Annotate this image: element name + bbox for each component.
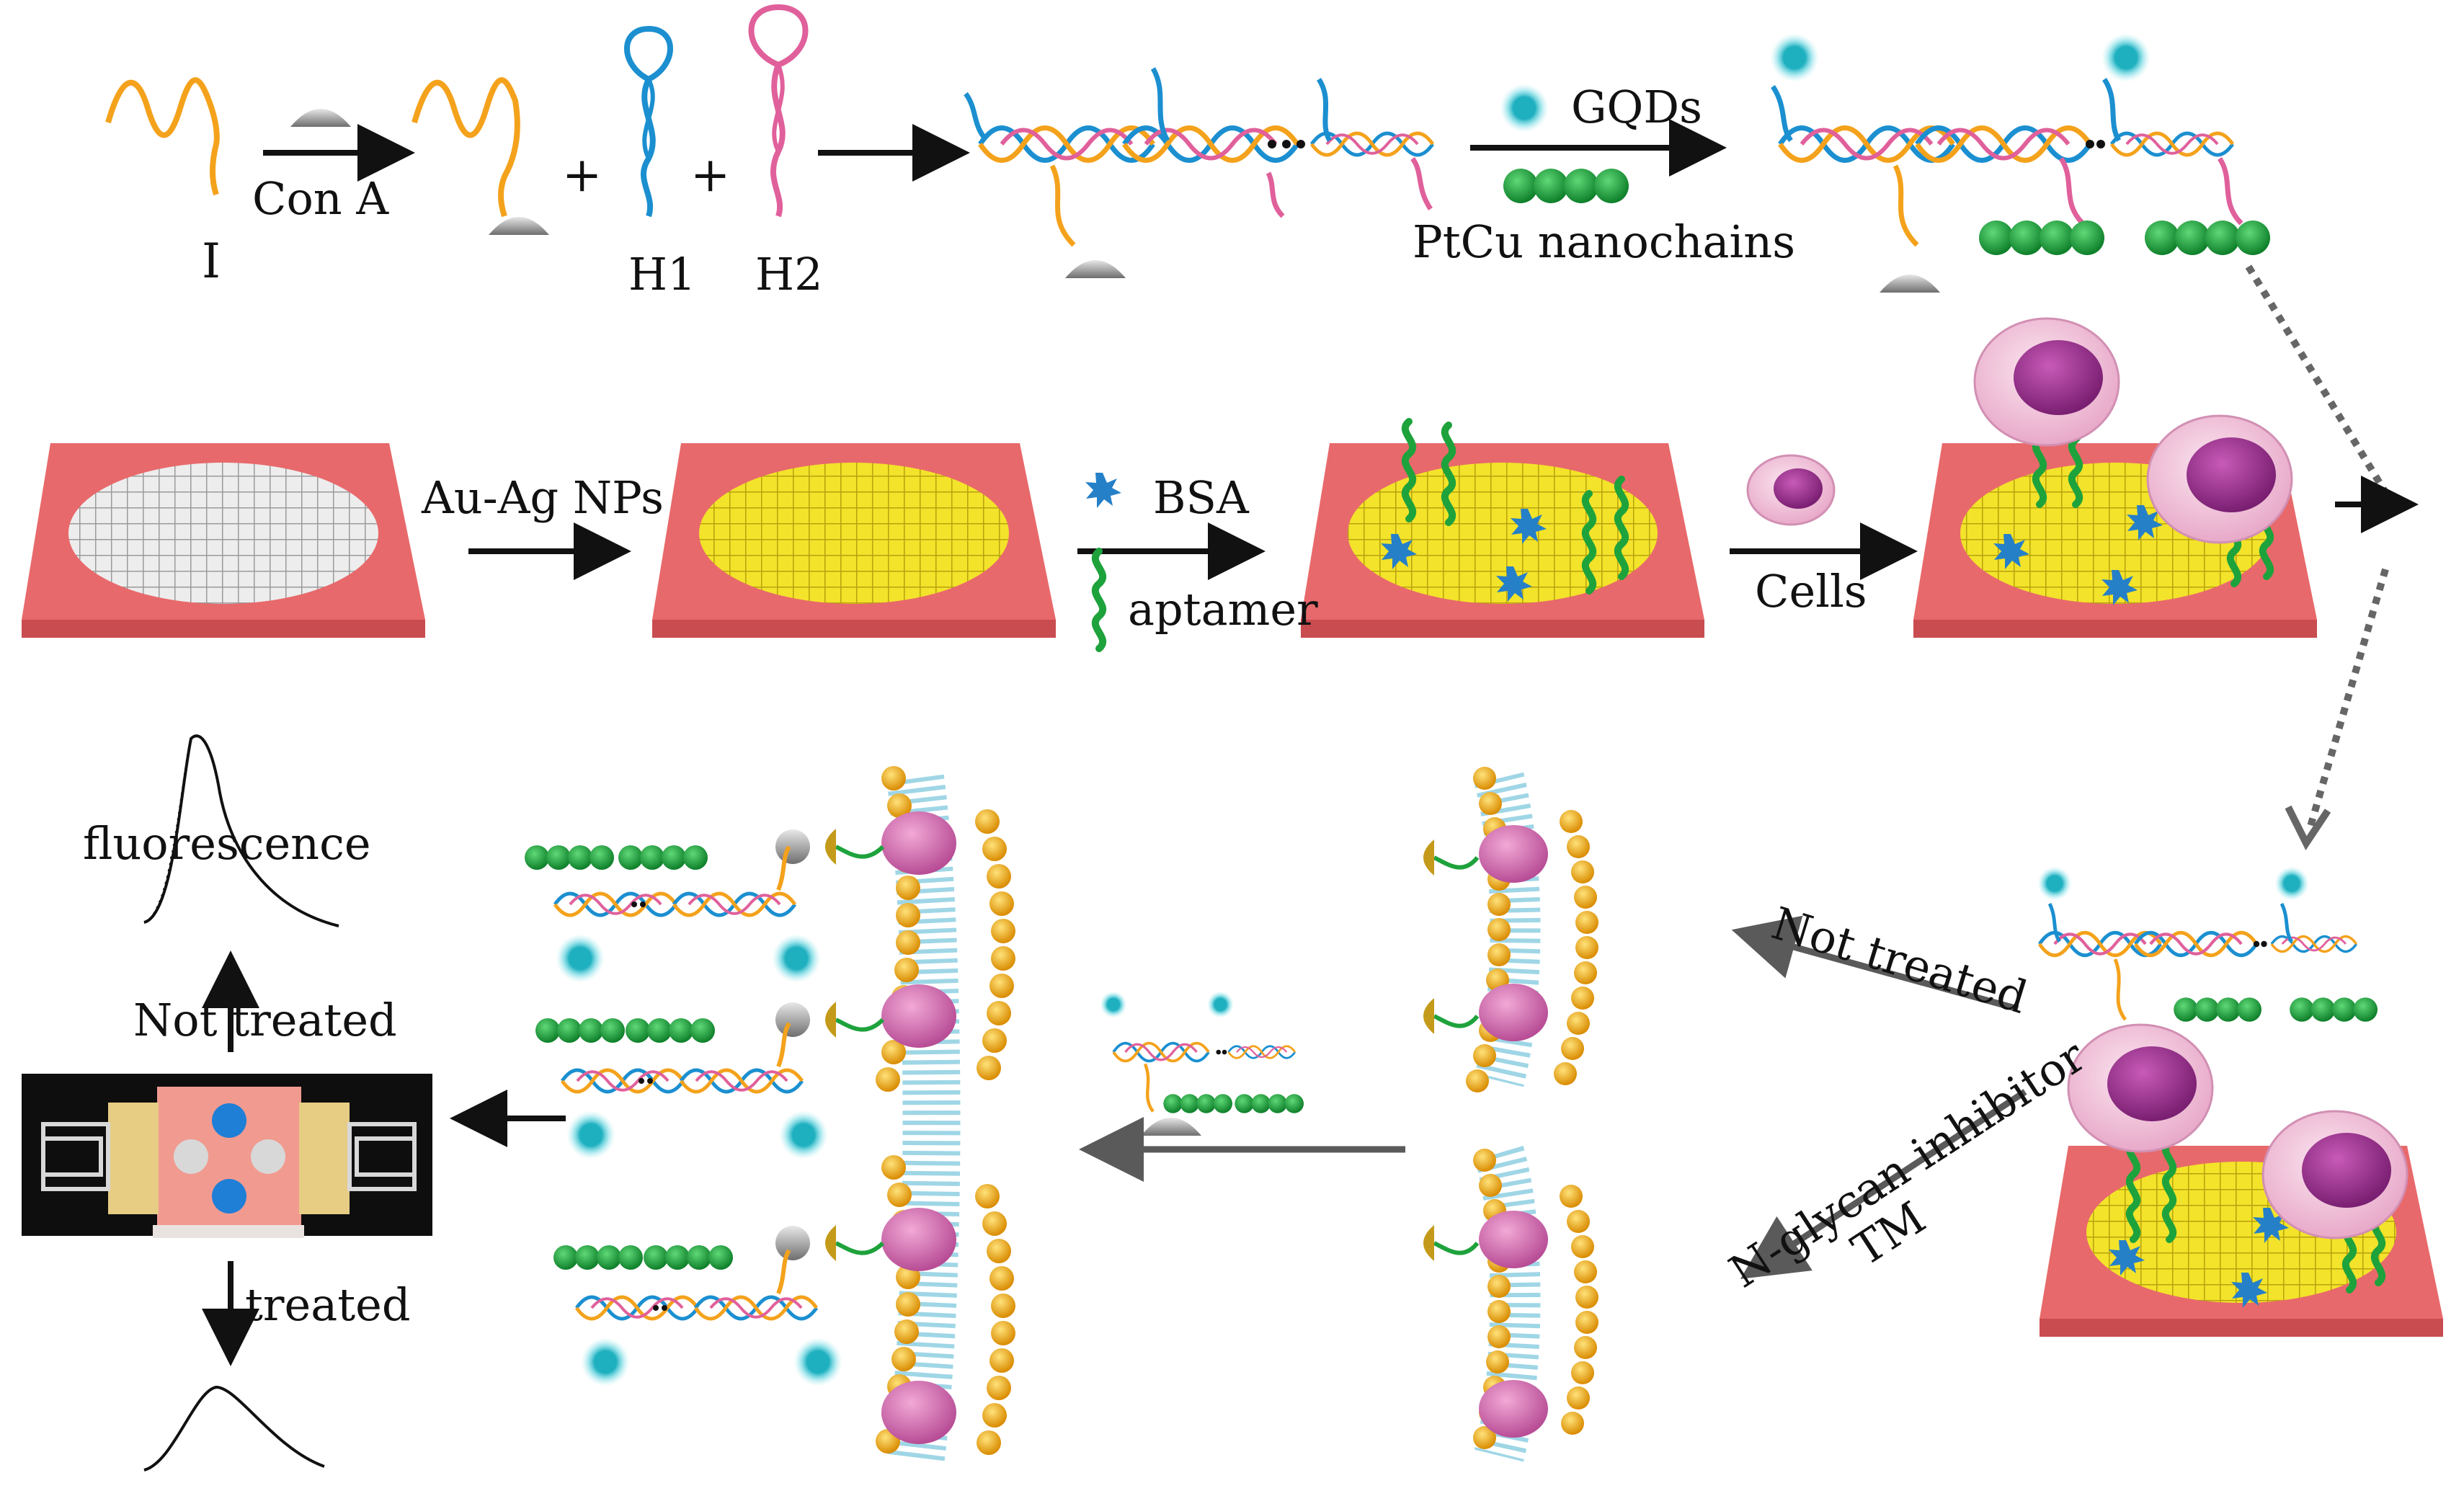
paper-auag: [652, 443, 1056, 638]
con-a-dome-hcr: [1065, 260, 1126, 278]
label-bsa: BSA: [1153, 471, 1249, 524]
ptcu-legend-icon: [1503, 169, 1629, 203]
paper-bare: [22, 443, 425, 638]
dotted-arrow-2-head: [2285, 805, 2331, 850]
dotted-arrow-2: [2306, 568, 2389, 830]
cell-legend-nucleus: [1774, 468, 1823, 509]
gqd-legend-icon: [1500, 84, 1549, 133]
label-i: I: [202, 233, 221, 289]
h1-hairpin: [624, 25, 673, 218]
label-auag: Au-Ag NPs: [422, 471, 664, 524]
dotted-arrow-1: [2245, 264, 2396, 507]
hcr-product: [964, 67, 1433, 247]
arrow-not-treated: [1731, 915, 2019, 1012]
labeled-paper-with-cells: [2037, 866, 2443, 1337]
label-con-a: Con A: [252, 172, 389, 225]
probe-i-strand: [105, 77, 220, 196]
label-aptamer: aptamer: [1128, 583, 1318, 636]
paper-aptamer-bsa: [1301, 422, 1704, 638]
con-a-dome-bound: [489, 217, 549, 235]
fluorescence-curve-dotted: [143, 749, 190, 924]
bound-probe-2: [535, 1018, 828, 1159]
bound-probe-3: [553, 1245, 842, 1386]
paper-cells: [1913, 317, 2317, 638]
membrane-with-probes: [775, 766, 1015, 1467]
membrane-treated: [1423, 1145, 1598, 1462]
label-not-treated-left: Not treated: [133, 994, 397, 1046]
h2-hairpin: [748, 4, 809, 218]
arrow-nglycan: [1740, 1089, 2027, 1279]
membrane-not-treated: [1423, 767, 1598, 1092]
label-gqds: GQDs: [1571, 81, 1702, 133]
con-a-dome-free: [1141, 1118, 1201, 1136]
h2-stem: [772, 63, 785, 153]
fluorescence-curve-low: [143, 1385, 325, 1471]
free-probe: [1100, 991, 1304, 1113]
fluorescence-curve-high: [143, 734, 339, 927]
bsa-legend-icon: [1085, 473, 1121, 508]
h1-stem: [642, 78, 655, 160]
label-h1: H1: [628, 248, 696, 300]
probe-i-cona-strand: [412, 77, 520, 218]
label-plus-1: +: [562, 147, 602, 202]
label-plus-2: +: [690, 147, 731, 202]
label-fluorescence: fluorescence: [83, 817, 371, 870]
con-a-dome-labeled: [1880, 275, 1940, 293]
label-h2: H2: [755, 248, 823, 300]
paper-device-photo: [22, 1074, 432, 1238]
con-a-dome: [290, 109, 351, 127]
labeled-hcr-product: [1770, 33, 2270, 255]
label-ptcu: PtCu nanochains: [1413, 215, 1796, 268]
label-treated: treated: [245, 1278, 411, 1331]
bound-probe-1: [525, 845, 821, 983]
label-cells: Cells: [1755, 565, 1867, 618]
aptamer-legend-icon: [1095, 551, 1103, 649]
